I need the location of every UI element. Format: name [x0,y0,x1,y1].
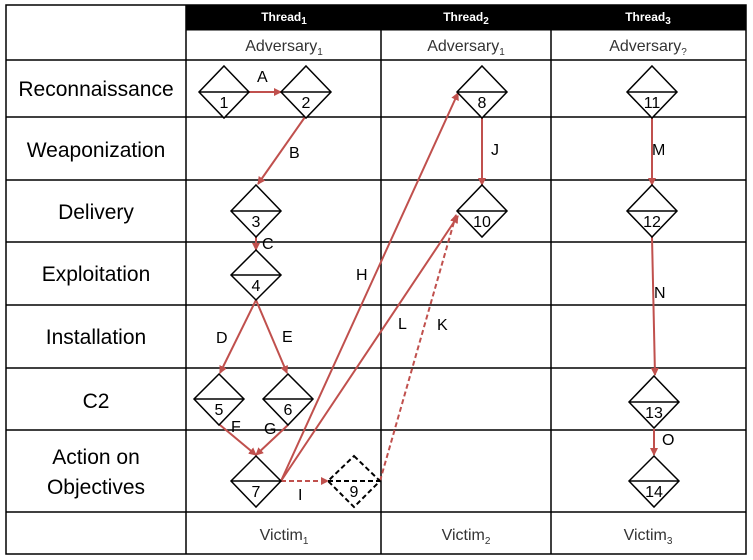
table-grid [5,4,747,555]
phase-c2: C2 [83,390,110,413]
edge-label-f: F [231,419,241,436]
svg-text:12: 12 [643,214,661,231]
edge-label-h: H [356,267,368,284]
nodes: 1 2 3 4 5 6 [192,64,681,509]
node-2: 2 [279,64,333,120]
edge-label-m: M [652,142,665,159]
edge-label-g: G [264,421,276,438]
svg-text:1: 1 [220,95,229,112]
svg-text:9: 9 [350,484,359,501]
adversary-label-1: Adversary1 [245,38,323,58]
svg-text:8: 8 [478,95,487,112]
edge-e [255,299,288,374]
svg-text:6: 6 [284,402,293,419]
phase-installation: Installation [46,326,146,349]
svg-text:7: 7 [252,484,261,501]
node-5: 5 [192,372,246,427]
edge-label-o: O [662,432,674,449]
node-14: 14 [627,454,681,509]
phase-reconnaissance: Reconnaissance [18,78,173,101]
svg-text:13: 13 [645,405,663,422]
svg-text:4: 4 [252,278,261,295]
edge-n [650,236,659,376]
edge-label-b: B [289,145,300,162]
node-12: 12 [625,183,679,239]
node-4: 4 [229,248,283,302]
svg-text:10: 10 [473,214,491,231]
edge-label-n: N [654,285,666,302]
edge-label-a: A [257,69,268,86]
node-9: 9 [326,454,382,509]
edge-label-e: E [282,329,293,346]
svg-text:3: 3 [252,214,261,231]
header-band [186,5,746,30]
node-7: 7 [229,454,283,509]
edge-h [280,92,459,482]
node-3: 3 [229,183,283,239]
node-1: 1 [197,64,251,120]
edge-k [379,214,458,482]
edge-label-l: L [398,316,407,333]
node-13: 13 [627,374,681,430]
edge-label-j: J [491,142,499,159]
edge-label-d: D [216,330,228,347]
node-11: 11 [625,64,679,120]
svg-text:5: 5 [215,402,224,419]
phase-weaponization: Weaponization [27,139,166,162]
edge-f [219,424,257,456]
thread-header-2: Thread2 [443,10,489,27]
edge-label-c: C [262,236,274,253]
node-10: 10 [455,183,509,239]
adversary-label-2: Adversary1 [427,38,505,58]
svg-text:14: 14 [645,484,663,501]
edge-l [280,215,459,482]
victim-label-2: Victim2 [442,527,491,547]
phase-delivery: Delivery [58,201,134,224]
edge-d [219,299,257,374]
edge-labels: A B C D E F G H I J K L M N O [216,69,674,504]
victim-label-3: Victim3 [624,527,673,547]
adversary-label-3: Adversary? [609,38,687,58]
edge-label-k: K [437,317,448,334]
edge-label-i: I [298,487,302,504]
victim-label-1: Victim1 [260,527,309,547]
svg-text:11: 11 [644,95,661,112]
thread-header-1: Thread1 [261,10,307,27]
node-6: 6 [261,372,315,427]
edges [219,88,659,485]
phase-action-on-objectives: Action on [52,446,140,469]
edge-b [257,116,306,185]
svg-text:2: 2 [302,95,311,112]
node-8: 8 [455,64,509,120]
phase-exploitation: Exploitation [42,263,151,286]
edge-g [255,424,289,456]
phase-action-on-objectives-line2: Objectives [47,476,145,499]
thread-header-3: Thread3 [625,10,671,27]
